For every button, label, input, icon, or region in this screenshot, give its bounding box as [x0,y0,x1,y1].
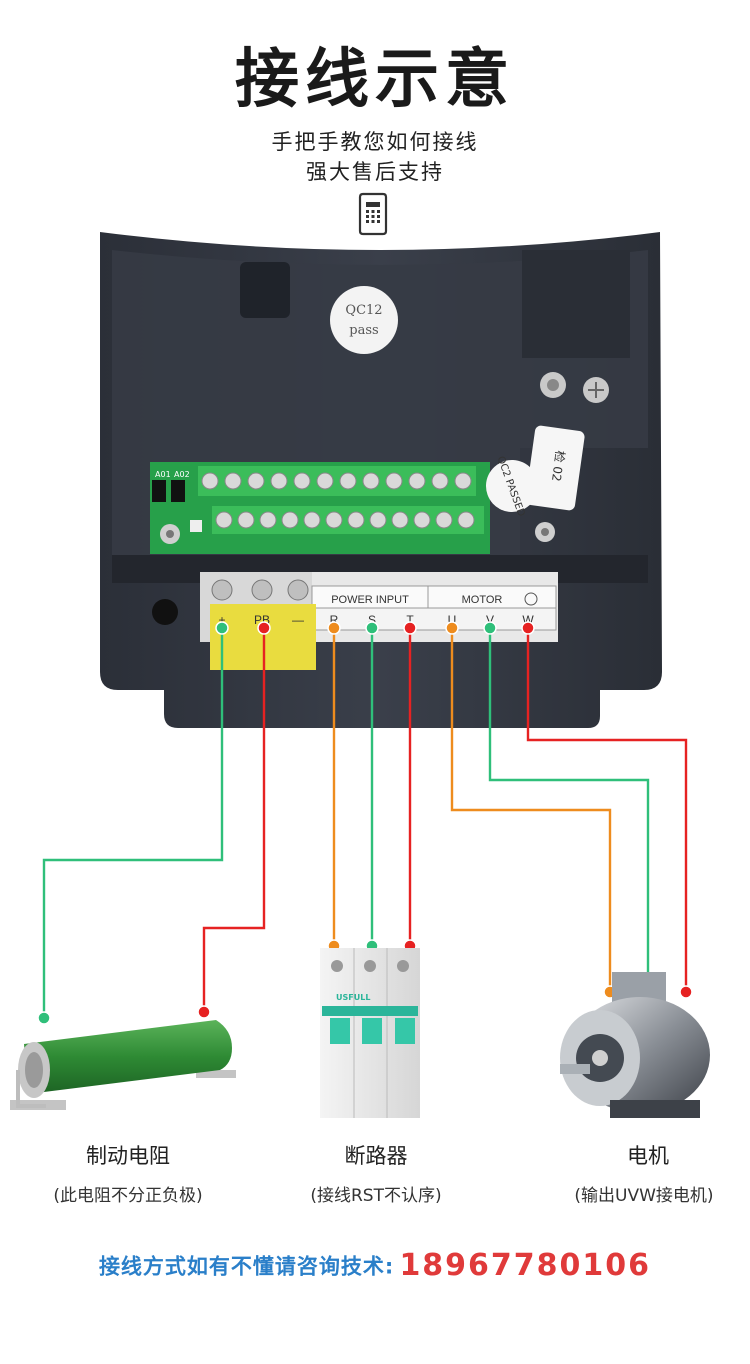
motor-label: MOTOR [462,594,503,606]
pcb-screw [293,472,311,490]
contact-text: 接线方式如有不懂请咨询技术: [98,1254,395,1279]
wire-w [526,628,688,992]
pcb-screw [215,511,233,529]
pcb-screw [247,472,265,490]
pcb-screw [201,472,219,490]
pcb-screw [237,511,255,529]
subtitle-line-1: 手把手教您如何接线 [271,130,479,154]
jumper-label-a01: A01 [155,470,171,479]
qc-sticker [330,286,398,354]
pcb-screw [435,511,453,529]
contact-phone[interactable]: 18967780106 [399,1248,652,1283]
circuit-breaker-image [320,948,420,1118]
check-sticker-text: 检 02 [549,450,568,483]
power-input-label: POWER INPUT [331,594,409,606]
wire-u [450,628,612,992]
check-sticker [525,425,585,511]
braking-resistor-image [10,1020,236,1110]
wire-r-endpoint [327,621,341,635]
breaker-brand: USFULL [336,993,370,1002]
terminal-label-brake-2: — [292,613,304,627]
resistor-label: 制动电阻 [86,1144,170,1168]
motor-note: (输出UVW接电机) [574,1186,714,1206]
pcb-screw [270,472,288,490]
pcb-screw [339,472,357,490]
resistor-note: (此电阻不分正负极) [53,1186,203,1206]
wire-w-endpoint [679,985,693,999]
wire-u-endpoint [445,621,459,635]
breaker-label: 断路器 [344,1144,408,1168]
wire-brake-plus-endpoint [215,621,229,635]
pcb-screw [316,472,334,490]
pcb-screw [362,472,380,490]
pcb-screw [457,511,475,529]
pcb-screw [391,511,409,529]
terminal-label-s: S [368,613,376,627]
wire-brake-pb-endpoint [197,1005,211,1019]
pcb-screw [325,511,343,529]
wire-s-endpoint [365,621,379,635]
terminal-label-r: R [330,613,339,627]
phone-icon [358,192,388,236]
terminal-label-brake-0: + [218,613,225,627]
wire-v-endpoint [483,621,497,635]
wire-v [488,628,650,994]
wire-brake-pb [202,628,266,1012]
pcb-screw [259,511,277,529]
breaker-note: (接线RST不认序) [310,1186,442,1206]
passed-sticker [486,460,538,512]
page-title: 接线示意 [235,43,515,117]
terminal-label-u: U [448,613,457,627]
wire-brake-plus-endpoint [37,1011,51,1025]
wire-w-endpoint [521,621,535,635]
motor-symbol-icon [524,592,538,606]
pcb-screw [303,511,321,529]
motor-image [560,972,710,1118]
pcb-screw [281,511,299,529]
contact-line: 接线方式如有不懂请咨询技术: 18967780106 [0,1248,750,1283]
pcb-screw [454,472,472,490]
qc-sticker-line-1: QC12 [345,303,382,318]
pcb-screw [408,472,426,490]
pcb-screw [385,472,403,490]
motor-label-text: 电机 [627,1144,669,1168]
terminal-label-t: T [406,613,414,627]
terminal-label-v: V [486,613,494,627]
wire-brake-plus [42,628,224,1018]
qc-sticker-line-2: pass [349,323,378,338]
pcb-screw [431,472,449,490]
subtitle-line-2: 强大售后支持 [306,160,444,184]
pcb-screw [347,511,365,529]
pcb-screw [413,511,431,529]
wire-t-endpoint [403,621,417,635]
wire-brake-pb-endpoint [257,621,271,635]
pcb-screw [224,472,242,490]
pcb-screw [369,511,387,529]
control-board [150,462,490,554]
jumper-label-a02: A02 [174,470,190,479]
